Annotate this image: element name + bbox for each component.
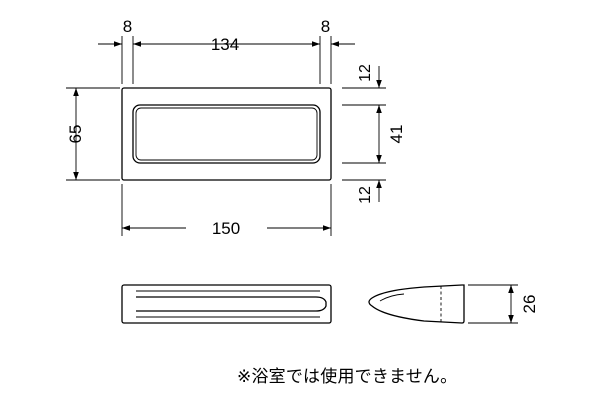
top-view-inner-edge [135, 107, 318, 161]
dim-top-widths: 8 134 8 [98, 17, 355, 84]
dim-side-heights: 12 41 12 [342, 64, 406, 204]
side-view-profile [368, 284, 465, 324]
dim-label-depth: 26 [520, 295, 539, 314]
top-view-inner-recess [132, 104, 321, 164]
front-view-outer [121, 284, 332, 324]
usage-note: ※浴室では使用できません。 [237, 367, 458, 387]
top-view-outer-frame [121, 87, 332, 181]
dim-label-overall-width: 150 [212, 219, 240, 238]
front-view-inner-slot [136, 296, 327, 312]
dim-label-inner-width: 134 [211, 35, 239, 54]
dim-overall-height: 65 [66, 87, 120, 181]
top-view [121, 87, 332, 181]
dim-label-side-top: 12 [357, 64, 374, 82]
dim-label-overall-height: 65 [66, 125, 85, 144]
dim-depth: 26 [468, 284, 539, 324]
dim-label-right-margin: 8 [321, 17, 330, 36]
side-view [368, 284, 465, 324]
dim-label-side-inner: 41 [387, 125, 406, 144]
front-view [121, 284, 332, 324]
dim-label-left-margin: 8 [123, 17, 132, 36]
dim-label-side-bottom: 12 [357, 186, 374, 204]
side-view-curve-detail [379, 293, 405, 302]
dim-overall-width: 150 [121, 184, 332, 238]
